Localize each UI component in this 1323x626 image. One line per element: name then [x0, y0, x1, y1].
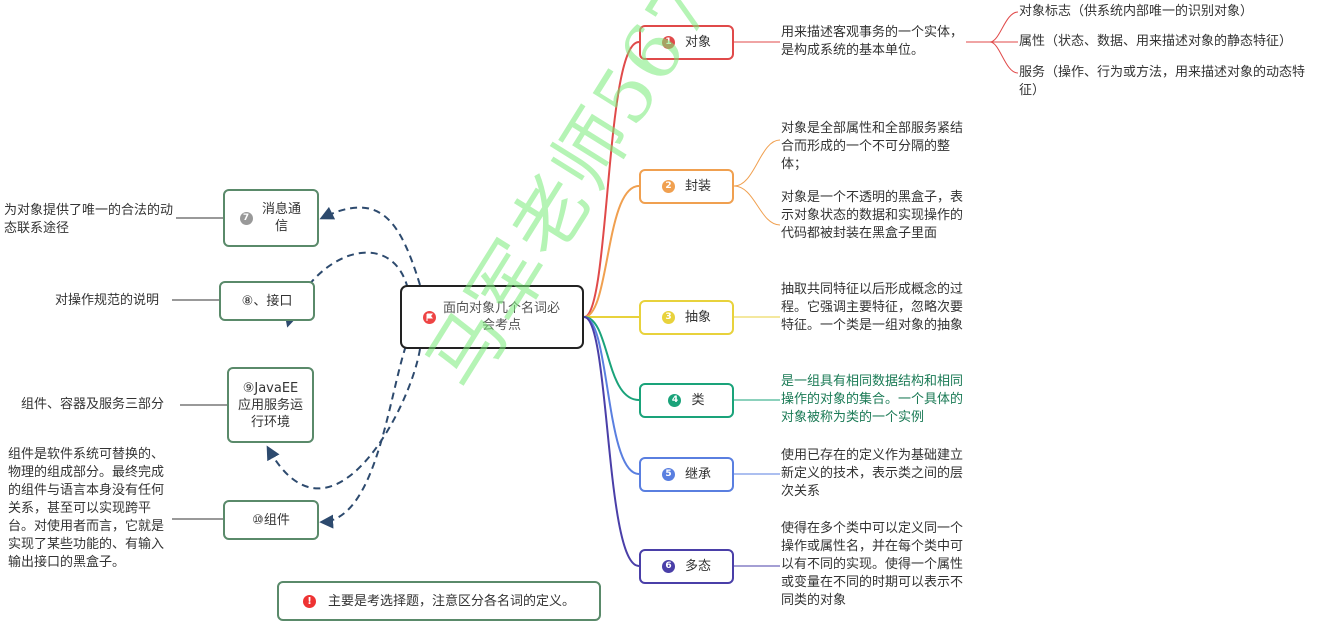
object-description: 用来描述客观事务的一个实体，是构成系统的基本单位。: [781, 25, 964, 58]
topic-interface[interactable]: ⑧、接口: [219, 281, 315, 321]
interface-description: 对操作规范的说明: [55, 293, 160, 308]
topic-component-label: ⑩组件: [252, 512, 290, 528]
topic-message-communication[interactable]: 7 消息通信: [223, 189, 319, 247]
topic-abstraction[interactable]: 3 抽象: [639, 300, 734, 335]
message-communication-description: 为对象提供了唯一的合法的动态联系途径: [4, 203, 174, 236]
topic-inheritance[interactable]: 5 继承: [639, 457, 734, 492]
topic-interface-label: ⑧、接口: [241, 293, 293, 309]
number-4-icon: 4: [668, 394, 682, 407]
topic-inheritance-label: 继承: [684, 467, 711, 482]
branch-line: [583, 316, 640, 401]
class-description: 是一组具有相同数据结构和相同操作的对象的集合。一个具体的对象被称为类的一个实例: [781, 374, 964, 425]
note-box[interactable]: ! 主要是考选择题，注意区分各名词的定义。: [277, 581, 601, 621]
abstraction-description: 抽取共同特征以后形成概念的过程。它强调主要特征，忽略次要特征。一个类是一组对象的…: [781, 282, 964, 333]
dashed-link: [319, 334, 411, 529]
branch-line: [989, 11, 1019, 43]
object-sub-item: 服务（操作、行为或方法，用来描述对象的动态特征）: [1019, 65, 1306, 98]
topic-polymorphism-label: 多态: [684, 559, 711, 574]
branch-line: [583, 41, 640, 318]
topic-javaee-environment[interactable]: ⑨JavaEE应用服务运行环境: [227, 367, 314, 443]
topic-javaee-environment-label: ⑨JavaEE应用服务运行环境: [237, 380, 303, 430]
number-2-icon: 2: [661, 180, 675, 193]
branch-line: [583, 316, 640, 475]
branch-line: [583, 316, 640, 567]
branch-line: [583, 185, 640, 318]
number-1-icon: 1: [661, 36, 675, 49]
topic-class[interactable]: 4 类: [639, 383, 734, 418]
topic-object[interactable]: 1 对象: [639, 25, 734, 60]
object-sub-item: 属性（状态、数据、用来描述对象的静态特征）: [1019, 34, 1293, 49]
topic-encapsulation-label: 封装: [684, 179, 711, 194]
inheritance-description: 使用已存在的定义作为基础建立新定义的技术，表示类之间的层次关系: [781, 448, 964, 499]
branch-line: [733, 185, 781, 226]
branch-line: [733, 139, 781, 187]
component-description: 组件是软件系统可替换的、物理的组成部分。最终完成的组件与语言本身没有任何关系，甚…: [8, 447, 165, 570]
dashed-link: [319, 206, 421, 286]
note-label: 主要是考选择题，注意区分各名词的定义。: [327, 593, 575, 609]
object-sub-item: 对象标志（供系统内部唯一的识别对象）: [1019, 4, 1254, 19]
topic-abstraction-label: 抽象: [684, 310, 711, 325]
topic-encapsulation[interactable]: 2 封装: [639, 169, 734, 204]
number-7-icon: 7: [239, 211, 253, 225]
javaee-environment-description: 组件、容器及服务三部分: [21, 397, 165, 412]
number-6-icon: 6: [661, 560, 675, 573]
number-3-icon: 3: [661, 311, 675, 324]
flag-icon: [422, 310, 436, 324]
topic-polymorphism[interactable]: 6 多态: [639, 549, 734, 584]
encapsulation-description: 对象是全部属性和全部服务紧结合而形成的一个不可分隔的整体；: [781, 121, 964, 172]
polymorphism-description: 使得在多个类中可以定义同一个操作或属性名，并在每个类中可以有不同的实现。使得一个…: [781, 521, 964, 608]
central-topic-label: 面向对象几个名词必会考点: [442, 301, 560, 333]
topic-component[interactable]: ⑩组件: [223, 500, 319, 540]
central-topic[interactable]: 面向对象几个名词必会考点: [400, 285, 584, 349]
encapsulation-description: 对象是一个不透明的黑盒子，表示对象状态的数据和实现操作的代码都被封装在黑盒子里面: [781, 190, 964, 241]
alert-icon: !: [302, 594, 316, 608]
topic-object-label: 对象: [684, 35, 711, 50]
dashed-link: [266, 348, 421, 490]
branch-line: [989, 41, 1019, 74]
number-5-icon: 5: [661, 468, 675, 481]
topic-class-label: 类: [691, 393, 705, 408]
topic-message-communication-label: 消息通信: [261, 202, 301, 234]
